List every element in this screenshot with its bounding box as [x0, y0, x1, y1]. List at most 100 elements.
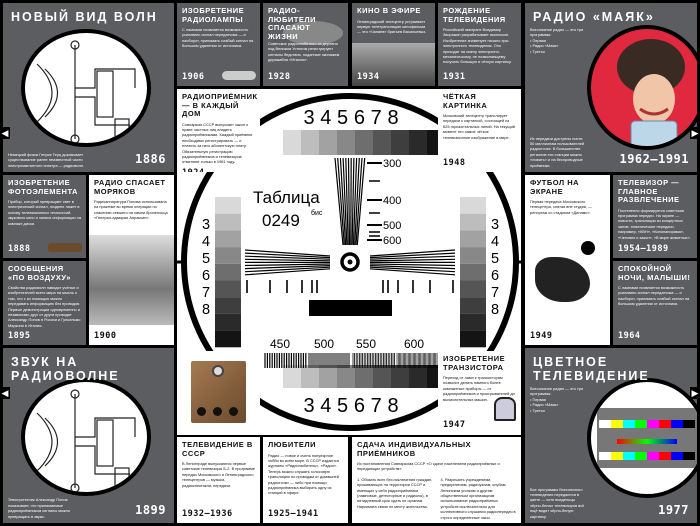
panel-clear-picture[interactable]: чёткая картинкаМосковский телецентр тран… [438, 89, 521, 172]
panel-year: 1900 [94, 331, 117, 341]
list-item-label: Радио «Маяк» [532, 43, 559, 49]
wedge-line-vertical [351, 157, 355, 246]
decree-point-4: 4. Разрешить учреждениям, предприятиям, … [440, 476, 516, 520]
gray-step-right [460, 230, 486, 248]
gray-step-left [215, 313, 241, 331]
gray-label-bottom: 4 [320, 395, 331, 417]
spacer [182, 49, 255, 70]
panel-year: 1954–1989 [618, 244, 669, 254]
gray-label-right: 3 [491, 217, 499, 233]
panel-new-waves[interactable]: новый вид волнНемецкий физик Генрих Герц… [3, 3, 174, 172]
radio-dial-icon [212, 365, 224, 377]
spacer [182, 488, 255, 507]
spacer [8, 226, 81, 242]
gray-label-left: 3 [202, 217, 210, 233]
gray-label-bottom: 6 [354, 395, 365, 417]
panel-color-tv[interactable]: цветное телевидениеВсесоюзное радио — эт… [525, 348, 697, 523]
panel-title: радиоприёмник — в каждый дом [182, 92, 258, 118]
spacer [8, 328, 81, 329]
wedge-line-left [244, 266, 331, 273]
panel-mayak[interactable]: радио «маяк»Всесоюзное радио — это три п… [525, 3, 697, 172]
next-arrow-top[interactable]: ▶ [690, 127, 700, 139]
panel-amateurs[interactable]: любителиРадио — новое и очень популярное… [263, 437, 348, 523]
panel-text: Электротехник Александр Попов показывает… [8, 497, 70, 519]
wedge-line-left [244, 255, 331, 260]
wedge-label: 500 [383, 220, 401, 232]
panel-amateurs-save[interactable]: радио-любители спасают жизниСоветские ра… [263, 3, 348, 86]
gray-step-right [460, 330, 486, 348]
spacer [268, 496, 343, 507]
panel-cinema[interactable]: кино в эфиреЛенинградский телецентр устр… [352, 3, 435, 86]
wedge-line-right [369, 249, 456, 257]
panel-photoelement[interactable]: изобретение фотоэлементаПрибор, который … [3, 175, 86, 258]
wedge-line-right [369, 268, 456, 276]
panel-list-item: • Третья [530, 49, 586, 54]
panel-good-night[interactable]: спокойной ночи, малыши!С лампами появляе… [613, 261, 697, 345]
panel-year: 1934 [357, 72, 380, 82]
prev-arrow-bottom[interactable]: ◀ [0, 387, 10, 399]
panel-air-messages[interactable]: сообщения «по воздуху»Свойства радиоволн… [3, 261, 86, 345]
panel-title: футбол на экране [530, 178, 580, 196]
target-dot [347, 259, 353, 265]
panel-text: Радиоаппаратура Попова использована на п… [94, 199, 168, 221]
gray-label-right: 5 [491, 251, 499, 267]
wedge-line-left [244, 268, 331, 276]
panel-transistor[interactable]: изобретение транзистораПереход от ламп к… [438, 351, 521, 434]
wedge-label: 300 [383, 158, 401, 170]
panel-text: Переход от ламп к транзисторам позволит … [443, 375, 515, 402]
gray-label-top: 7 [371, 107, 382, 129]
bullet: • [530, 37, 533, 43]
radio-knob-icon [213, 407, 222, 416]
panel-tv-birth[interactable]: рождение телевиденияРоссийский эмигрант … [438, 3, 521, 86]
gray-step-right [460, 313, 486, 331]
transistor-photo [494, 397, 516, 421]
panel-radio-lamp[interactable]: изобретение радиолампыС лампами появляет… [177, 3, 260, 86]
panel-text: Постепенно формируется советская програм… [618, 207, 691, 240]
black-bar [309, 300, 392, 316]
airship-photo [283, 21, 343, 45]
panel-title: любители [268, 440, 317, 449]
list-item-label: Третья [532, 407, 545, 413]
panel-text: Совнарком СССР выпускает закон о праве ч… [182, 121, 253, 165]
prev-arrow-top[interactable]: ◀ [0, 127, 10, 139]
gray-label-left: 6 [202, 268, 210, 284]
panel-year: 1886 [135, 152, 166, 166]
wedge-line-vertical [347, 157, 351, 246]
panel-surrender[interactable]: сдача индивидуальных приёмниковИз постан… [352, 437, 521, 523]
wedge-line-left [244, 265, 331, 270]
color-test-card-icon [597, 408, 697, 468]
panel-title: сообщения «по воздуху» [8, 264, 71, 282]
panel-list-item: • Радио «Маяк» [530, 402, 586, 407]
photoelement-photo [48, 243, 82, 252]
pattern-suffix: бис [311, 209, 323, 217]
gray-step-left [215, 330, 241, 348]
panel-year: 1924 [182, 168, 255, 172]
target-ring [340, 252, 360, 272]
gray-label-left: 7 [202, 285, 210, 301]
wedge-line-vertical [345, 157, 349, 246]
gray-step-right [460, 197, 486, 214]
panel-title: телевидение в ссср [182, 440, 253, 458]
wedge-line-left [244, 263, 331, 267]
panel-receiver-home[interactable]: радиоприёмник — в каждый домСовнарком СС… [177, 89, 260, 172]
panel-text: Первая передача Московского телецентра, … [530, 199, 592, 215]
wedge-line-vertical [356, 157, 366, 246]
panel-tv-entertainment[interactable]: телевизор — главное развлечениеПостепенн… [613, 175, 697, 258]
panel-title: радио спасает моряков [94, 178, 166, 196]
panel-text: Из постановления Совнаркома СССР «О сдач… [357, 461, 500, 472]
spacer [618, 240, 692, 242]
spacer [443, 140, 516, 156]
wedge-line-right [369, 255, 456, 260]
panel-tv-ussr[interactable]: телевидение в сссрВ Ленинграде выпускают… [177, 437, 260, 523]
panel-title: кино в эфире [357, 6, 421, 15]
gray-label-top: 4 [320, 107, 331, 129]
panel-title: новый вид волн [11, 10, 158, 24]
diagram-illustration [21, 29, 151, 147]
panel-sound[interactable]: звук на радиоволнеЭлектротехник Александ… [3, 348, 174, 523]
panel-sailors[interactable]: радио спасает моряковРадиоаппаратура Поп… [89, 175, 174, 345]
panel-title: рождение телевидения [443, 6, 506, 24]
next-arrow-bottom[interactable]: ▶ [690, 387, 700, 399]
panel-football[interactable]: футбол на экранеПервая передача Московск… [525, 175, 610, 345]
panel-year: 1888 [8, 244, 31, 254]
gray-step-top [373, 130, 391, 155]
